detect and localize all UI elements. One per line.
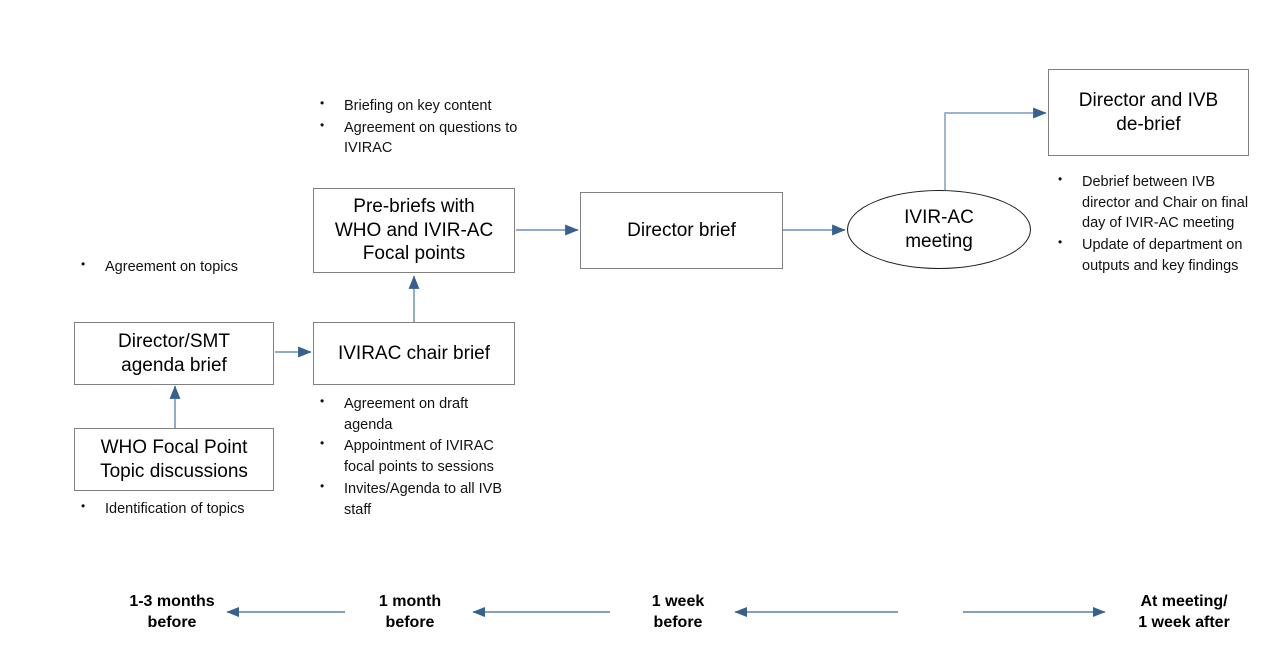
node-ivirac-meeting-label: IVIR-AC meeting xyxy=(904,206,974,252)
node-director-smt-label: Director/SMT agenda brief xyxy=(118,330,230,376)
annotations-director-smt: Agreement on topics xyxy=(75,256,280,279)
node-ivirac-meeting[interactable]: IVIR-AC meeting xyxy=(847,190,1031,269)
timeline-label-3: 1 week before xyxy=(651,593,705,631)
node-who-focal-point-label: WHO Focal Point Topic discussions xyxy=(100,436,248,482)
list-item: Identification of topics xyxy=(75,498,280,520)
list-item: Update of department on outputs and key … xyxy=(1052,234,1252,276)
node-debrief-label: Director and IVB de-brief xyxy=(1078,89,1219,135)
list-item: Invites/Agenda to all IVB staff xyxy=(314,478,514,520)
node-director-smt[interactable]: Director/SMT agenda brief xyxy=(74,322,274,385)
list-item: Briefing on key content xyxy=(314,95,524,117)
timeline-label-1: 1-3 months before xyxy=(129,593,215,631)
annotations-debrief: Debrief between IVB director and Chair o… xyxy=(1052,171,1252,278)
node-ivirac-chair-brief-label: IVIRAC chair brief xyxy=(337,342,491,364)
list-item: Agreement on questions to IVIRAC xyxy=(314,117,524,159)
timeline-label-2: 1 month before xyxy=(378,593,442,631)
annotations-who-focal-point: Identification of topics xyxy=(75,498,280,521)
annotations-ivirac-chair: Agreement on draft agenda Appointment of… xyxy=(314,393,514,521)
node-director-brief-label: Director brief xyxy=(627,219,736,241)
list-item: Agreement on topics xyxy=(75,256,280,278)
node-pre-briefs-label: Pre-briefs with WHO and IVIR-AC Focal po… xyxy=(334,195,494,265)
edge-ivirac-meeting-to-debrief xyxy=(944,107,1047,190)
list-item: Agreement on draft agenda xyxy=(314,393,514,435)
node-pre-briefs[interactable]: Pre-briefs with WHO and IVIR-AC Focal po… xyxy=(313,188,515,273)
node-ivirac-chair-brief[interactable]: IVIRAC chair brief xyxy=(313,322,515,385)
node-who-focal-point[interactable]: WHO Focal Point Topic discussions xyxy=(74,428,274,491)
node-director-brief[interactable]: Director brief xyxy=(580,192,783,269)
node-debrief[interactable]: Director and IVB de-brief xyxy=(1048,69,1249,156)
list-item: Appointment of IVIRAC focal points to se… xyxy=(314,435,514,477)
list-item: Debrief between IVB director and Chair o… xyxy=(1052,171,1252,234)
timeline-label-4: At meeting/ 1 week after xyxy=(1138,593,1230,631)
annotations-pre-briefs: Briefing on key content Agreement on que… xyxy=(314,95,524,160)
